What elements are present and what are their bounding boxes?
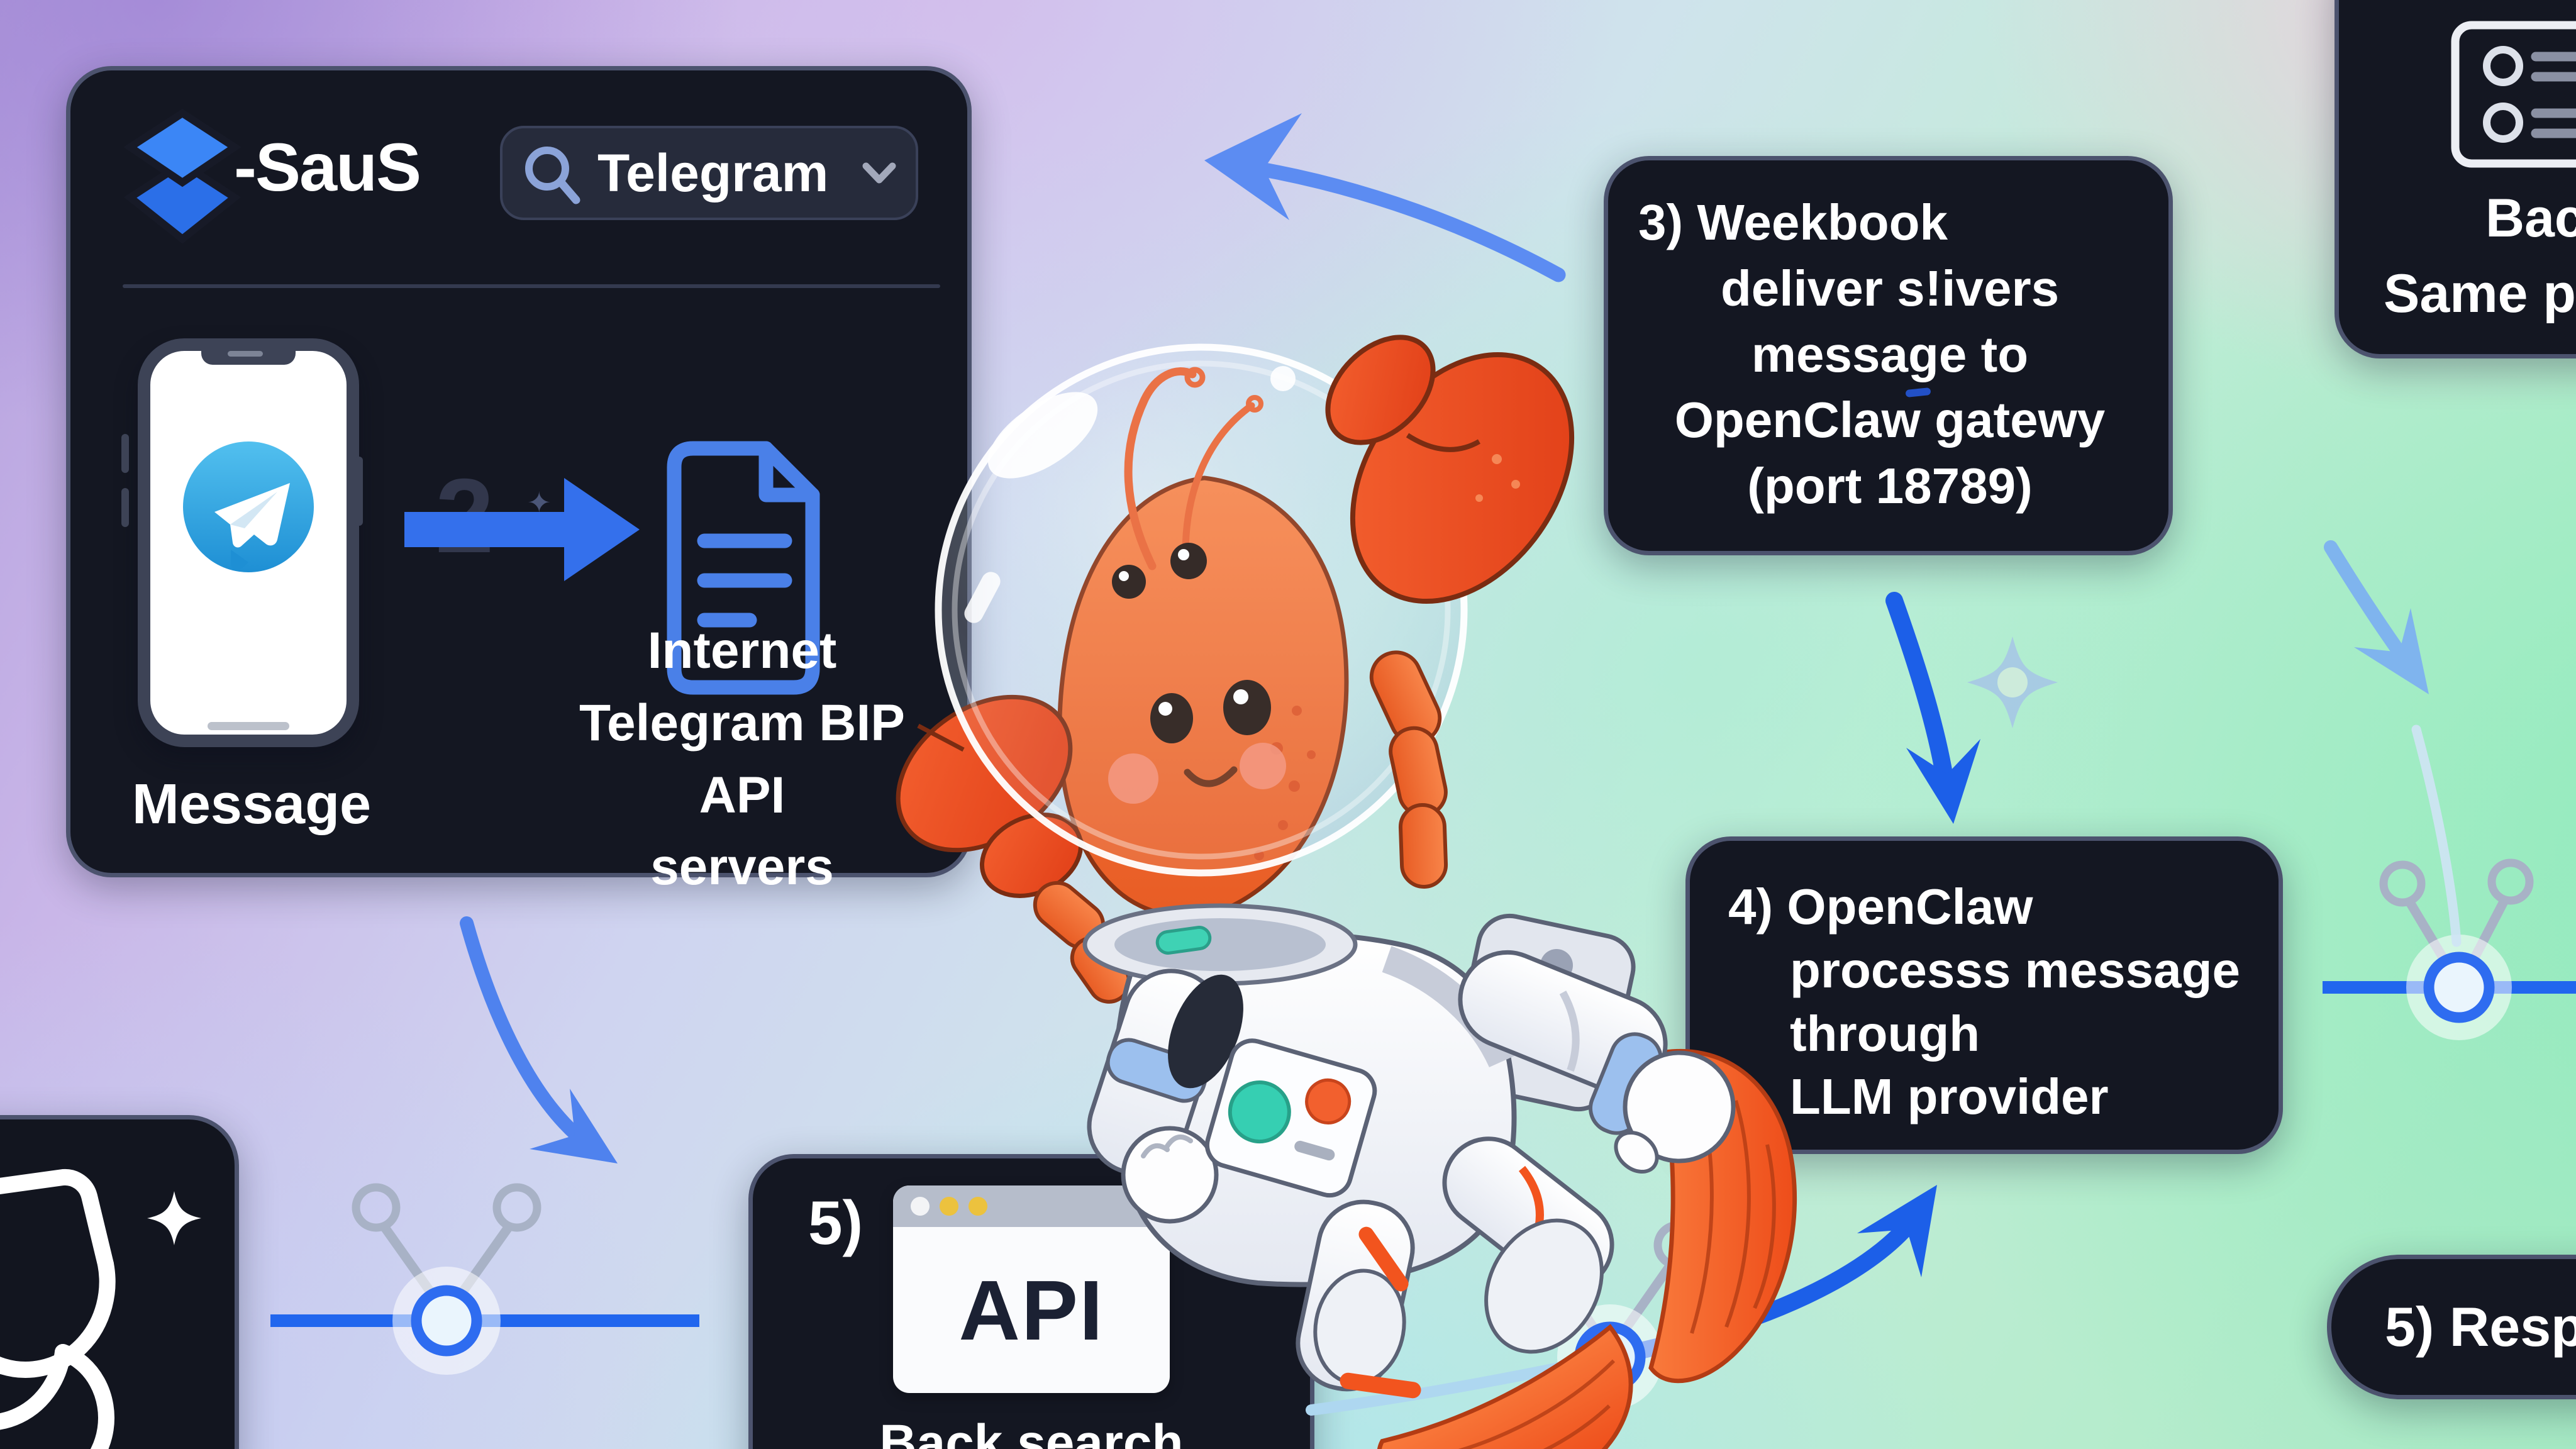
backend-label-line2: Same pa	[2384, 264, 2576, 324]
doc-caption-line: Internet	[647, 622, 837, 679]
phone-speaker	[228, 351, 263, 357]
phone-side-button	[121, 434, 129, 473]
browser-dot	[911, 1197, 930, 1216]
step4-line: LLM provider	[1790, 1069, 2109, 1125]
step3-line: 3) Weekbook	[1638, 194, 1948, 250]
helmet-bubble	[935, 343, 1468, 877]
step4-line: 4) OpenClaw	[1728, 879, 2033, 935]
faint-line	[2411, 724, 2462, 947]
browser-titlebar	[893, 1185, 1170, 1227]
server-list-icon	[2451, 21, 2576, 168]
step4-box	[1685, 836, 2283, 1154]
search-value: Telegram	[597, 143, 829, 203]
lobster-left-claw	[896, 694, 1131, 1004]
step3-line: message to	[1751, 326, 2029, 382]
arrow-panel-to-node	[460, 916, 595, 1152]
telegram-icon	[183, 441, 314, 572]
response-box	[2327, 1255, 2576, 1399]
browser-dot	[940, 1197, 958, 1216]
step3-text: 3) Weekbook deliver s!ivers message to O…	[1638, 190, 2141, 519]
lobster-right-claw	[1325, 335, 1575, 889]
step5-caption: Back search	[879, 1414, 1184, 1449]
arrow-right-edge-head	[2354, 608, 2429, 694]
chevron-down-icon[interactable]	[862, 161, 896, 186]
response-text: 5) Respo	[2385, 1296, 2576, 1358]
step5-number: 5)	[808, 1188, 863, 1257]
saus-logo-text: -SauS	[234, 129, 421, 205]
diamond-sparkle-hole	[1997, 667, 2028, 697]
phone-caption: Message	[131, 773, 372, 836]
lobster-head	[1057, 367, 1349, 919]
step3-line: (port 18789)	[1747, 458, 2033, 514]
phone-home-indicator	[208, 722, 289, 730]
step4-line: through	[1790, 1005, 1980, 1062]
lobster-astronaut-illustration	[896, 335, 1797, 1449]
document-icon	[667, 441, 820, 695]
arrow-left	[1243, 160, 1566, 282]
arrow-step3-to-step4-head	[1906, 739, 1980, 824]
search-dropdown[interactable]	[500, 126, 918, 220]
step3-line: OpenClaw gatewy	[1674, 392, 2106, 448]
search-icon	[525, 147, 580, 204]
sparkle-icon	[147, 1191, 201, 1245]
astronaut-suit	[1082, 903, 1797, 1449]
network-node-icon	[2323, 858, 2576, 1040]
backend-label-line1: Bac	[2485, 188, 2576, 248]
ai-swirl-icon	[0, 1169, 116, 1449]
panel-divider	[123, 284, 940, 288]
arrow-panel-to-node-head	[530, 1089, 618, 1163]
arrow-left-head	[1204, 113, 1302, 220]
step4-line: processs message	[1790, 941, 2241, 998]
doc-caption-line: servers	[650, 838, 834, 896]
browser-window-icon: API	[893, 1185, 1170, 1393]
arrow-right-icon	[404, 478, 640, 581]
step3-box	[1604, 156, 2173, 555]
doc-caption: Internet Telegram BIP API servers	[560, 615, 924, 904]
phone-side-button	[355, 457, 363, 526]
saus-logo-icon	[123, 108, 242, 244]
browser-dot	[969, 1197, 987, 1216]
doc-caption-line: Telegram BIP API	[579, 694, 905, 824]
step4-text: 4) OpenClaw processs message through LLM…	[1728, 875, 2244, 1129]
phone-side-button	[121, 488, 129, 527]
browser-body-label: API	[958, 1262, 1104, 1358]
arrow-to-step4-head	[1857, 1185, 1937, 1277]
network-node-icon	[270, 1183, 699, 1375]
step3-line: deliver s!ivers	[1720, 260, 2060, 316]
